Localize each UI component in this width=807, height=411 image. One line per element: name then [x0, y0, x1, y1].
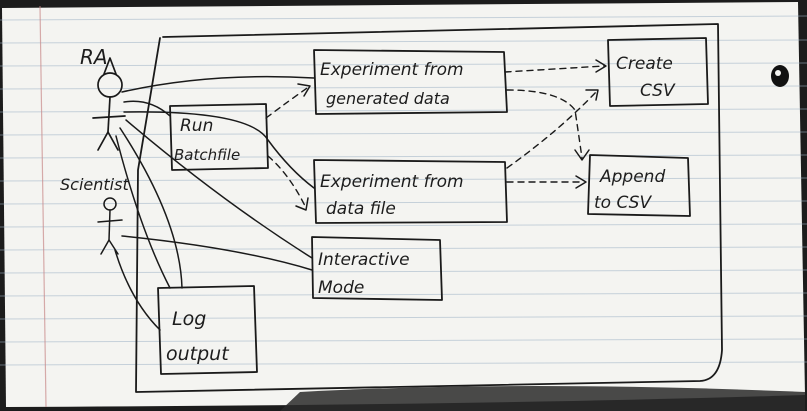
scientist-actor	[97, 197, 123, 255]
box-experiment-datafile: Experiment from data file	[313, 159, 508, 224]
arrow-batchfile-to-experiment-generated	[265, 85, 311, 119]
arrowhead-5	[585, 89, 599, 101]
experiment-generated-line2: generated data	[326, 89, 450, 108]
experiment-datafile-line1: Experiment from	[320, 172, 464, 192]
ra-label: RA	[80, 45, 108, 69]
margin-line	[39, 5, 47, 408]
box-log-output: Log output	[157, 285, 258, 375]
association-lines	[114, 75, 315, 331]
arrow-batchfile-to-experiment-datafile	[267, 155, 307, 209]
arrowheads	[295, 59, 607, 211]
append-csv-line1: Append	[599, 167, 665, 187]
experiment-datafile-line2: data file	[326, 199, 396, 219]
scientist-label: Scientist	[60, 175, 129, 194]
create-csv-line2: CSV	[640, 81, 676, 101]
run-batchfile-line2: Batchfile	[174, 146, 240, 164]
line-ra-to-log-output-b	[115, 135, 171, 289]
create-csv-line1: Create	[616, 54, 673, 74]
ra-arms	[92, 115, 126, 119]
log-output-line1: Log	[172, 308, 206, 330]
box-run-batchfile: Run Batchfile	[169, 103, 269, 171]
line-scientist-to-log-output	[114, 249, 161, 331]
run-batchfile-line1: Run	[180, 116, 213, 136]
ra-hair	[103, 57, 117, 75]
arrowhead-1	[297, 83, 311, 97]
dashed-arrows	[265, 65, 605, 209]
arrow-generated-to-create-csv	[504, 65, 605, 73]
experiment-generated-line1: Experiment from	[320, 60, 464, 80]
log-output-line2: output	[166, 343, 230, 365]
arrowhead-4	[574, 149, 590, 161]
line-ra-to-run-batchfile	[123, 100, 171, 117]
box-append-csv: Append to CSV	[587, 154, 691, 217]
box-interactive-mode: Interactive Mode	[311, 236, 443, 301]
line-ra-to-experiment-generated	[121, 75, 315, 93]
ra-legs	[97, 131, 119, 151]
arrowhead-3	[595, 59, 607, 73]
interactive-mode-line2: Mode	[318, 278, 364, 298]
line-scientist-to-interactive-mode	[121, 235, 313, 271]
paper-shadow	[280, 386, 805, 411]
arrowhead-6	[575, 175, 587, 189]
arrowhead-2	[295, 197, 309, 211]
line-ra-to-log-output-a	[119, 127, 183, 289]
ra-actor	[92, 57, 126, 151]
line-ra-to-experiment-datafile	[123, 111, 315, 189]
arrow-datafile-to-create-csv	[506, 91, 597, 169]
box-create-csv: Create CSV	[607, 37, 709, 107]
box-experiment-generated: Experiment from generated data	[313, 49, 508, 115]
scientist-arms	[97, 219, 123, 223]
hole-punch-icon	[771, 65, 789, 87]
scientist-legs	[100, 239, 119, 255]
system-boundary	[135, 23, 723, 393]
scientist-body	[108, 209, 111, 241]
line-ra-to-interactive-mode	[125, 119, 313, 259]
arrow-generated-to-append-csv	[506, 89, 583, 159]
interactive-mode-line1: Interactive	[318, 250, 410, 270]
append-csv-line2: to CSV	[594, 193, 652, 213]
ra-body	[107, 96, 111, 133]
